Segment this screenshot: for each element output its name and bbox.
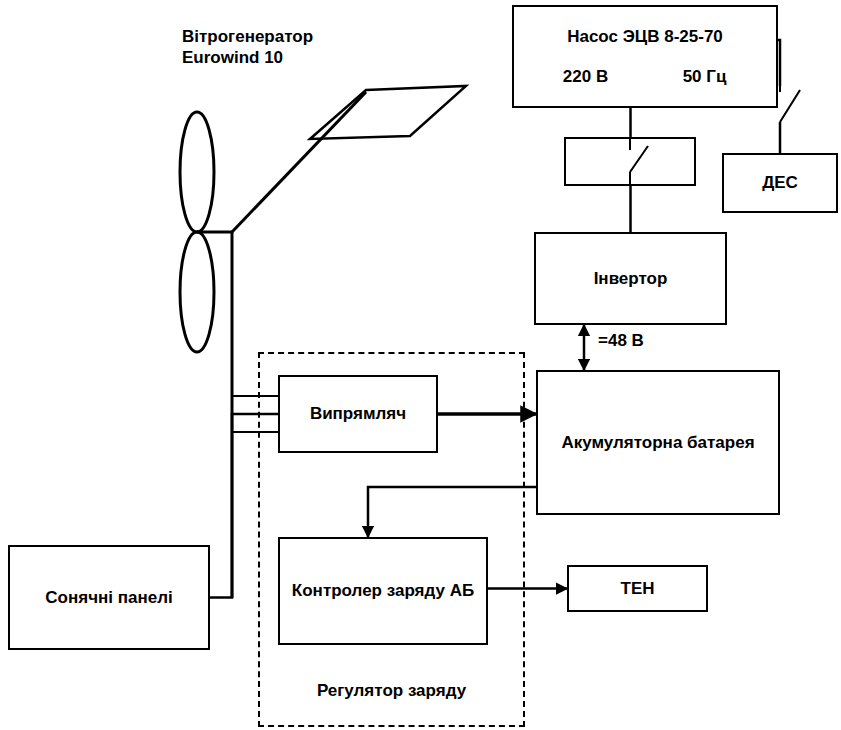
node-label: ДЕС — [762, 172, 798, 193]
switch-contact — [629, 138, 631, 150]
connector — [583, 325, 586, 370]
controller-box: Контролер заряду АБ — [278, 537, 488, 645]
pump-box: Насос ЭЦВ 8-25-70 220 В50 Гц — [512, 5, 778, 108]
node-label: Регулятор заряду — [317, 680, 466, 701]
edge-label: =48 В — [596, 330, 646, 351]
tail-boom — [232, 92, 366, 232]
node-label: Акумуляторна батарея — [561, 432, 754, 453]
generator-label: Вітрогенератор Eurowind 10 — [180, 26, 334, 69]
node-label: 50 Гц — [645, 66, 764, 87]
connector — [488, 587, 567, 590]
phase-wire — [232, 431, 278, 433]
turbine-blade — [180, 232, 214, 352]
switch-blade — [630, 146, 648, 172]
inverter-box: Інвертор — [534, 232, 727, 325]
connector — [368, 487, 536, 537]
switch-box — [565, 138, 695, 185]
node-label: Контролер заряду АБ — [292, 580, 474, 601]
node-label: Сонячні панелі — [45, 587, 172, 608]
switch-contact — [629, 172, 631, 185]
tail-fin — [310, 86, 466, 139]
node-label: Насос ЭЦВ 8-25-70 — [526, 26, 764, 47]
node-label: 220 В — [526, 66, 645, 87]
rectifier-box: Випрямляч — [278, 375, 438, 453]
turbine-blade — [180, 112, 214, 232]
inverter-switch — [565, 138, 695, 185]
switch-contact — [779, 86, 781, 92]
regulator-region: Регулятор заряду ВипрямлячКонтролер заряд… — [258, 352, 525, 727]
phase-wire — [232, 413, 278, 415]
battery-box: Акумуляторна батарея — [536, 370, 780, 515]
node-label: Інвертор — [594, 268, 668, 289]
node-label: Випрямляч — [310, 403, 406, 424]
turbine-hub — [197, 231, 232, 234]
node-label: ТЕН — [621, 578, 655, 599]
phase-wire — [232, 395, 278, 397]
generator-box: ДЕС — [722, 153, 838, 213]
solar-box: Сонячні панелі — [8, 545, 210, 650]
connector — [438, 412, 536, 416]
heater-box: ТЕН — [567, 565, 708, 612]
switch-blade — [780, 90, 800, 122]
connector — [210, 414, 278, 598]
